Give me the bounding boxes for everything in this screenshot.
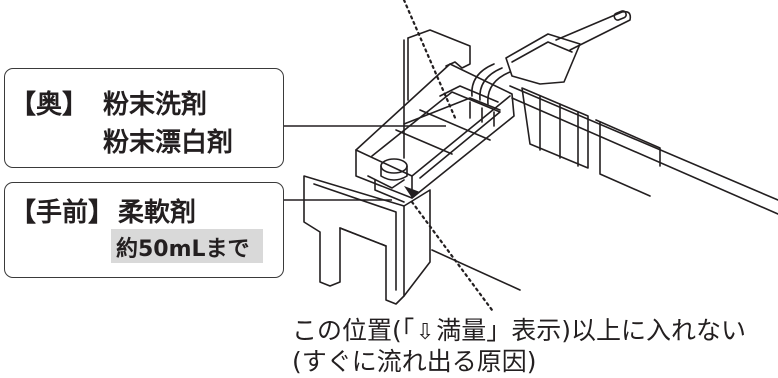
back-compartment-callout: [4, 68, 284, 168]
softener-label: 柔軟剤: [118, 198, 197, 228]
front-tag: 【手前】: [10, 198, 115, 228]
dotted-line-top: [402, 0, 458, 122]
softener-amount-label: 約50mLまで: [116, 237, 250, 262]
powder-bleach-label: 粉末漂白剤: [103, 128, 234, 158]
caution-text-pre: この位置(「: [292, 316, 415, 345]
powder-detergent-label: 粉末洗剤: [103, 90, 208, 120]
dotted-line-bottom: [410, 200, 494, 312]
caution-text-post: 満量」表示)以上に入れない: [436, 316, 747, 345]
washer-panel: [407, 29, 471, 69]
caution-line-1: この位置(「⇩満量」表示)以上に入れない: [292, 311, 746, 347]
drawer-tray: [355, 63, 515, 199]
pointer-arrow-icon: [404, 186, 420, 198]
back-tag: 【奥】: [10, 90, 89, 120]
caution-line-2: (すぐに流れ出る原因): [292, 347, 537, 376]
scoop: [505, 33, 581, 85]
softener-amount-highlight: [111, 229, 263, 263]
softener-cap: [380, 158, 408, 174]
arrow-down-icon: ⇩: [416, 320, 435, 345]
